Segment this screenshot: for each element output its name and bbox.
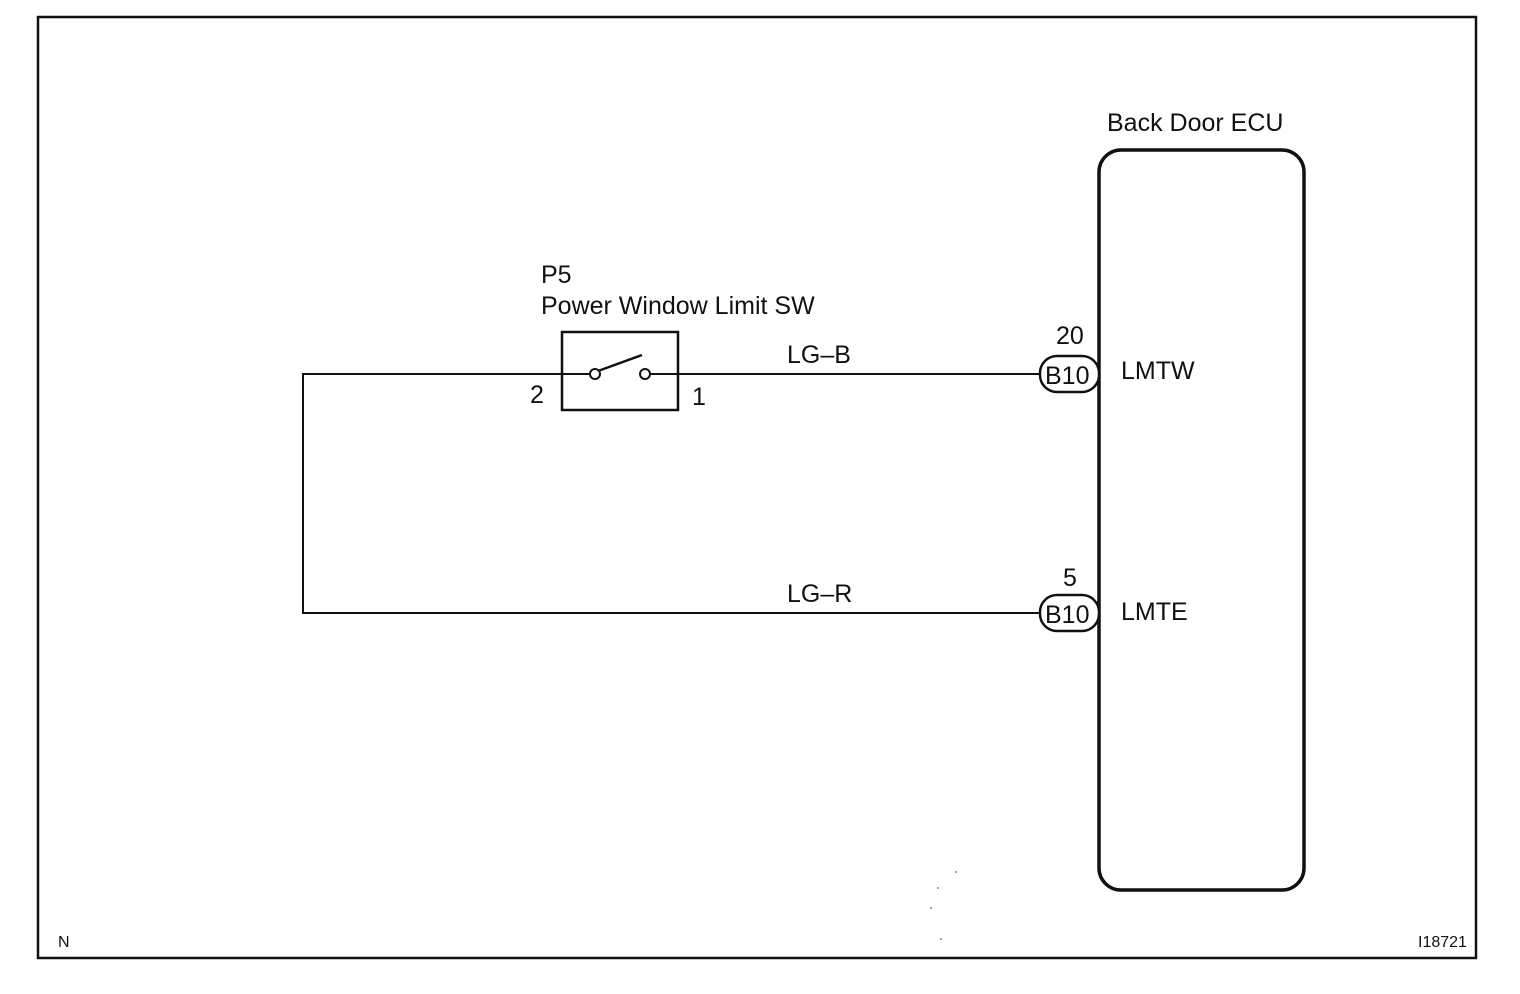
connector-oval [1038,593,1101,633]
switch-code: P5 [541,261,572,289]
wire-label-lg-r: LG–R [787,580,852,608]
switch-pin-right: 1 [692,383,706,411]
ecu-terminal-label: LMTW [1121,357,1195,385]
back-door-ecu: Back Door ECU [1097,109,1306,892]
drawing-frame [36,15,1478,960]
connector-code: B10 [1045,362,1089,390]
scan-speck [955,871,957,873]
connector-pin-number: 20 [1056,322,1084,350]
connector-oval [1038,354,1101,394]
connector-code: B10 [1045,601,1089,629]
connector-pin-number: 5 [1063,564,1077,592]
switch-contact-right [639,368,651,380]
scan-speck [930,907,932,909]
switch-box [560,330,680,412]
switch-contact-left [589,368,601,380]
power-window-limit-switch: P5 Power Window Limit SW 2 1 [530,261,815,412]
scan-speck [937,887,939,889]
figure-code: I18721 [1418,934,1467,951]
connector-b10-pin-20: 20 B10 LMTW [1038,322,1195,394]
ecu-box [1097,148,1306,892]
ecu-title: Back Door ECU [1107,109,1283,137]
wire-label-lg-b: LG–B [787,341,851,369]
corner-mark-left: N [58,934,70,951]
switch-name: Power Window Limit SW [541,292,815,320]
switch-pin-left: 2 [530,381,544,409]
switch-blade [597,353,643,373]
ecu-terminal-label: LMTE [1121,598,1188,626]
wire-lg-r [302,373,1040,614]
connector-b10-pin-5: 5 B10 LMTE [1038,564,1188,633]
scan-speck [940,938,942,940]
